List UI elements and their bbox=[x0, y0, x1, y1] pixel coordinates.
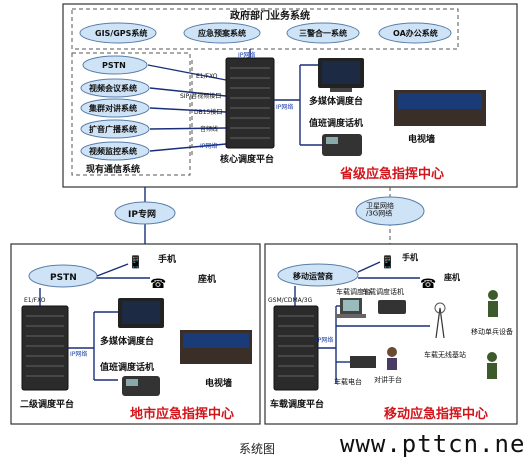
mc-ip-label: IP网络 bbox=[316, 336, 333, 344]
existing-cctv: 视频监控系统 bbox=[89, 146, 137, 156]
existing-broadcast: 扩音广播系统 bbox=[89, 124, 137, 134]
city-mobile: 手机 bbox=[158, 253, 176, 265]
figure-caption: 系统图 bbox=[239, 442, 276, 456]
mc-base-station: 车载无线基站 bbox=[424, 350, 466, 359]
mc-console: 车载调度台 bbox=[336, 287, 371, 296]
mc-radio: 车载电台 bbox=[334, 377, 362, 386]
mc-platform-label: 车载调度平台 bbox=[270, 398, 324, 410]
cloud-icon bbox=[114, 201, 176, 225]
gov-system-police: 三警合一系统 bbox=[299, 28, 347, 38]
mobile-icon: 📱 bbox=[128, 255, 143, 269]
core-platform-rack bbox=[225, 57, 275, 149]
core-platform-label: 核心调度平台 bbox=[220, 153, 274, 165]
iface-sip: SIP/音视频接口 bbox=[180, 92, 221, 100]
mc-platform-rack bbox=[273, 305, 319, 391]
city-pstn: PSTN bbox=[50, 273, 77, 283]
mc-fixed: 座机 bbox=[443, 272, 460, 282]
gov-frame bbox=[71, 8, 459, 50]
iface-ip: IP网络 bbox=[200, 142, 217, 150]
monitor-icon bbox=[318, 58, 364, 92]
cloud-icon bbox=[378, 22, 452, 44]
cloud-icon bbox=[277, 263, 359, 287]
mc-soldier: 移动单兵设备 bbox=[471, 327, 513, 336]
cloud-icon bbox=[355, 196, 425, 226]
iface-e1: E1/FXO bbox=[196, 73, 218, 80]
city-tv-wall: 电视墙 bbox=[205, 377, 232, 389]
city-platform-rack bbox=[21, 305, 69, 391]
laptop-icon bbox=[336, 298, 366, 318]
city-e1: E1/FXO bbox=[24, 297, 46, 304]
province-tv-wall: 电视墙 bbox=[408, 133, 435, 145]
phone-icon bbox=[378, 300, 406, 314]
phone-icon bbox=[322, 134, 362, 156]
mc-title: 移动应急指挥中心 bbox=[384, 406, 488, 422]
landline-icon: ☎ bbox=[420, 277, 436, 292]
cloud-icon bbox=[183, 22, 261, 44]
city-duty-phone: 值班调度话机 bbox=[100, 361, 154, 373]
existing-frame bbox=[71, 52, 191, 176]
mc-gsm: GSM/CDMA/3G bbox=[268, 297, 313, 304]
iface-audio: 音频线 bbox=[200, 125, 218, 133]
cloud-icon bbox=[286, 22, 360, 44]
mc-mobile: 手机 bbox=[402, 252, 418, 262]
province-ip-label: IP网络 bbox=[276, 103, 293, 111]
city-title: 地市应急指挥中心 bbox=[130, 406, 234, 422]
radio-operator-icon bbox=[387, 347, 397, 370]
mobile-operator: 移动运营商 bbox=[293, 271, 333, 281]
mc-radio-console: 对讲手台 bbox=[374, 375, 402, 384]
city-ip-label: IP网络 bbox=[70, 350, 87, 358]
tv-wall-photo bbox=[180, 330, 252, 364]
interface-lines bbox=[147, 60, 227, 155]
existing-pstn: PSTN bbox=[102, 61, 126, 70]
existing-title: 现有通信系统 bbox=[86, 163, 140, 175]
existing-items: PSTN 视频会议系统 集群对讲系统 扩音广播系统 视频监控系统 bbox=[80, 55, 150, 161]
ip-private-network: IP专网 bbox=[128, 208, 156, 220]
city-multimedia: 多媒体调度台 bbox=[100, 335, 154, 347]
phone-icon bbox=[122, 376, 160, 396]
gov-title: 政府部门业务系统 bbox=[230, 9, 310, 22]
cloud-icon bbox=[80, 141, 150, 161]
cloud-icon bbox=[80, 98, 150, 118]
soldier-icon bbox=[488, 290, 498, 317]
tv-wall-photo bbox=[394, 90, 486, 126]
watermark: www.pttcn.net bbox=[340, 430, 523, 458]
cloud-icon bbox=[79, 22, 157, 44]
gov-system-plan: 应急预案系统 bbox=[198, 28, 246, 38]
cloud-icon bbox=[80, 119, 150, 139]
gov-system-gis: GIS/GPS系统 bbox=[95, 28, 147, 38]
cloud-icon bbox=[80, 78, 150, 98]
province-duty-phone: 值班调度话机 bbox=[309, 117, 363, 129]
soldier-icon bbox=[487, 352, 497, 379]
city-fixed: 座机 bbox=[197, 273, 216, 285]
base-station-icon bbox=[434, 302, 446, 339]
existing-video-conf: 视频会议系统 bbox=[89, 83, 137, 93]
gov-systems: GIS/GPS系统 应急预案系统 三警合一系统 OA办公系统 bbox=[79, 22, 452, 44]
province-title: 省级应急指挥中心 bbox=[339, 166, 444, 182]
core-ip-label: IP网络 bbox=[238, 51, 255, 59]
mc-phone: 车载调度话机 bbox=[362, 287, 404, 296]
city-platform-label: 二级调度平台 bbox=[20, 398, 74, 410]
monitor-icon bbox=[118, 298, 164, 328]
cloud-icon bbox=[82, 55, 148, 75]
landline-icon: ☎ bbox=[150, 277, 166, 292]
province-multimedia: 多媒体调度台 bbox=[309, 95, 363, 107]
existing-trunk: 集群对讲系统 bbox=[88, 103, 137, 113]
sat-network: 卫星网络/3G网络 bbox=[366, 201, 394, 218]
car-radio-icon bbox=[350, 356, 376, 368]
mobile-icon: 📱 bbox=[380, 255, 395, 269]
iface-db15: DB15接口 bbox=[194, 108, 222, 116]
gov-system-oa: OA办公系统 bbox=[393, 28, 438, 38]
